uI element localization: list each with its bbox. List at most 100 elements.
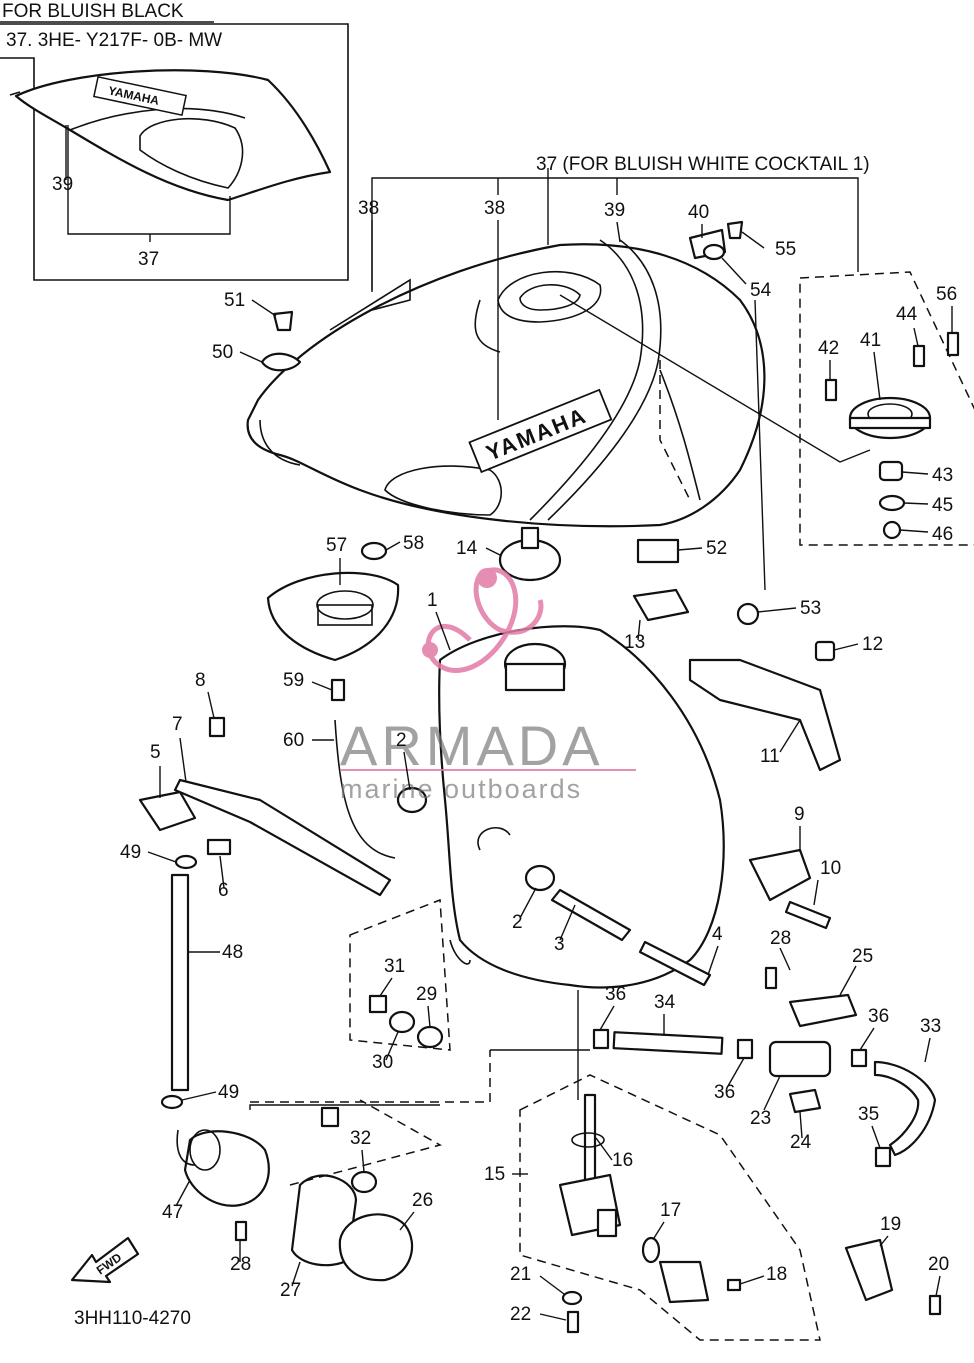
- screw-28a: [764, 966, 778, 990]
- callout-57: 57: [326, 535, 347, 556]
- callout-58: 58: [403, 533, 424, 554]
- leader-line-c1: [435, 611, 451, 651]
- leader-line-c55: [741, 231, 765, 249]
- fwd-arrow: FWD: [70, 1236, 140, 1284]
- callout-24: 24: [790, 1132, 812, 1153]
- callout-19: 19: [880, 1214, 901, 1235]
- grommet-43: [878, 460, 904, 482]
- leader-line-c44: [913, 327, 919, 347]
- gasket-58: [360, 541, 388, 561]
- gasket-21: [561, 1290, 583, 1306]
- callout-36: 36: [868, 1006, 889, 1027]
- bolt-4: [638, 940, 712, 987]
- callout-32: 32: [350, 1128, 371, 1149]
- hose-33: [873, 1060, 937, 1157]
- callout-39: 39: [52, 174, 73, 195]
- callout-16: 16: [612, 1150, 633, 1171]
- damper-54: [702, 243, 726, 261]
- leader-line-c33: [924, 1037, 931, 1063]
- leader-line-c16: [595, 1137, 613, 1161]
- callout-38: 38: [358, 198, 379, 219]
- hose-34: [612, 1031, 724, 1055]
- leader-line-c13: [637, 619, 641, 641]
- pipe-3: [550, 888, 632, 942]
- leader-line-c36a: [599, 1005, 615, 1031]
- leader-line-c30: [385, 1031, 399, 1061]
- leader-line-c12: [833, 643, 859, 651]
- grommet-53: [736, 602, 760, 626]
- bolt-44: [912, 344, 926, 368]
- leader-line-c6: [219, 855, 225, 889]
- callout-9: 9: [794, 804, 805, 825]
- leader-line-c26: [399, 1211, 415, 1231]
- callout-49: 49: [218, 1082, 239, 1103]
- callout-36: 36: [714, 1082, 735, 1103]
- callout-29: 29: [416, 984, 437, 1005]
- hose-60: [334, 719, 396, 859]
- bolt-42: [824, 378, 838, 402]
- callout-50: 50: [212, 342, 233, 363]
- callout-33: 33: [920, 1016, 941, 1037]
- damper-2a: [396, 786, 428, 814]
- grommet-29: [416, 1025, 444, 1049]
- leader-line-c4: [707, 945, 719, 976]
- callout-15: 15: [484, 1164, 505, 1185]
- header-left-text: FOR BLUISH BLACK: [2, 1, 184, 22]
- leader-line-c54: [721, 257, 747, 285]
- callout-2: 2: [396, 730, 407, 751]
- damper-50: [260, 352, 302, 372]
- callout-36: 36: [605, 984, 626, 1005]
- bracket-5: [138, 790, 197, 832]
- callout-59: 59: [283, 670, 304, 691]
- leader-line-c18: [739, 1275, 765, 1285]
- screw-55: [726, 220, 744, 240]
- hose-48: [170, 873, 190, 1092]
- fuel-cock-15: [558, 1093, 622, 1238]
- bolt-6: [206, 838, 232, 856]
- band-10: [784, 900, 832, 930]
- leader-line-c35: [871, 1125, 881, 1149]
- callout-31: 31: [384, 956, 405, 977]
- screw-20: [928, 1294, 942, 1316]
- leader-line-c20: [935, 1275, 941, 1297]
- inset-box: 37. 3HE- Y217F- 0B- MW YAMAHA: [0, 23, 349, 281]
- bracket-24: [788, 1088, 822, 1114]
- leader-line-c8: [207, 691, 215, 719]
- clip-36a: [592, 1028, 610, 1050]
- callout-46: 46: [932, 524, 953, 545]
- screw-51: [272, 310, 294, 332]
- leader-line-c14: [485, 547, 501, 556]
- washer-46: [882, 520, 902, 540]
- bracket-25: [788, 993, 858, 1028]
- callout-56: 56: [936, 284, 957, 305]
- callout-28: 28: [230, 1254, 251, 1275]
- leader-line-c46: [899, 529, 929, 533]
- callout-7: 7: [172, 714, 183, 735]
- callout-54: 54: [750, 280, 772, 301]
- callout-35: 35: [858, 1104, 879, 1125]
- leader-line-c7: [179, 737, 187, 783]
- callout-40: 40: [688, 202, 709, 223]
- damper-52: [636, 538, 680, 564]
- leader-line-c47: [175, 1179, 191, 1207]
- callout-8: 8: [195, 670, 206, 691]
- callout-47: 47: [162, 1202, 183, 1223]
- bolt-12: [814, 640, 836, 662]
- variant-note: 37 (FOR BLUISH WHITE COCKTAIL 1): [536, 154, 870, 175]
- leader-line-c32: [361, 1149, 365, 1173]
- callout-60: 60: [283, 730, 304, 751]
- bolt-59: [330, 678, 346, 702]
- callout-20: 20: [928, 1254, 949, 1275]
- callout-52: 52: [706, 538, 727, 559]
- callout-30: 30: [372, 1052, 393, 1073]
- leader-line-c2b: [519, 887, 537, 919]
- callout-45: 45: [932, 495, 953, 516]
- callout-42: 42: [818, 338, 839, 359]
- inset-tank-cover: YAMAHA: [9, 69, 332, 202]
- sensor-19: [844, 1238, 894, 1302]
- leader-line-c43: [901, 471, 929, 475]
- callout-55: 55: [775, 239, 796, 260]
- leader-line-c24: [799, 1111, 803, 1139]
